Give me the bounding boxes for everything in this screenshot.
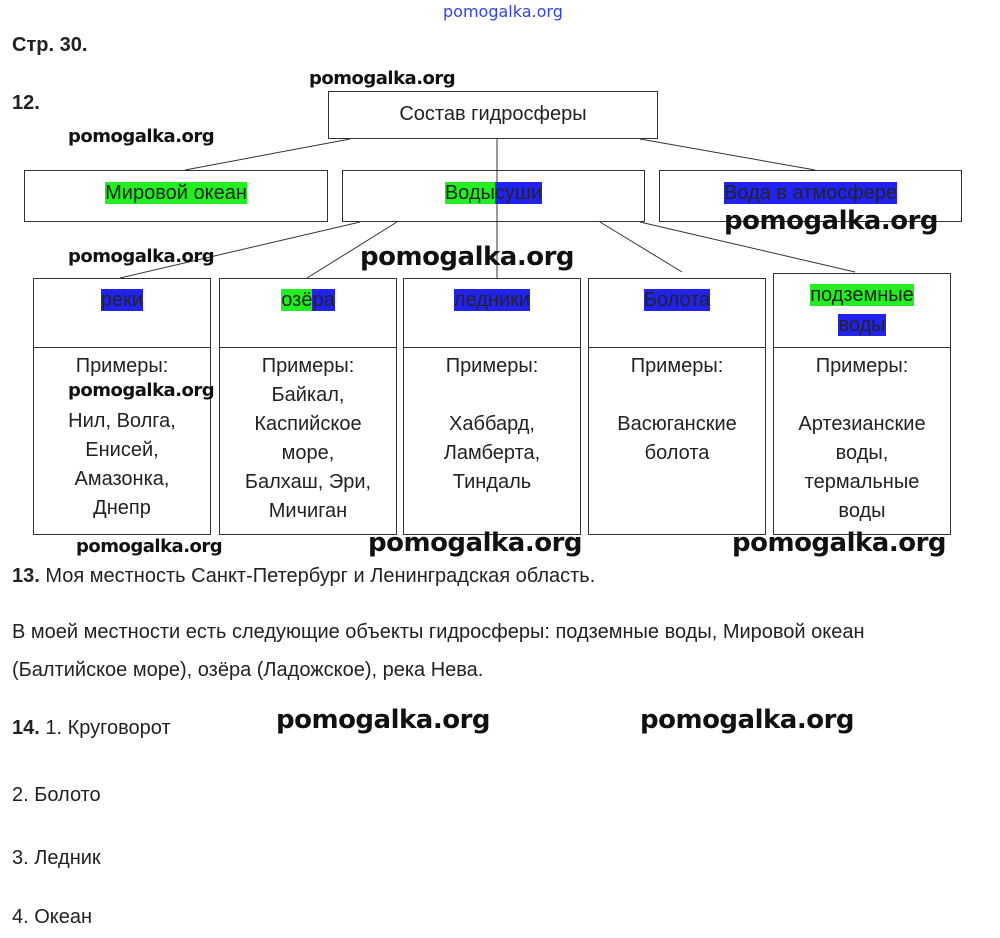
task-14-item-2: 2. Болото: [12, 784, 101, 806]
example-line: болота: [644, 442, 710, 464]
watermark: pomogalka.org: [68, 126, 215, 147]
examples-label: Примеры:: [75, 355, 169, 377]
example-line: Байкал,: [271, 384, 345, 406]
page-label: Стр. 30.: [12, 34, 88, 56]
example-line: море,: [281, 442, 335, 464]
ocean-label: Мировой океан: [105, 182, 247, 204]
example-line: воды: [838, 500, 886, 522]
example-line: [404, 381, 580, 410]
example-line: термальные: [804, 471, 920, 493]
example-line: Артезианские: [798, 413, 926, 435]
column-examples-box: Примеры: Васюганские болота: [588, 347, 766, 535]
example-line: Хаббард,: [449, 413, 535, 435]
task-13-text: Моя местность Санкт-Петербург и Ленингра…: [45, 565, 596, 587]
task-12-number: 12.: [12, 92, 40, 114]
ocean-box: Мировой океан: [24, 170, 328, 222]
column-title-part: ледники: [453, 289, 531, 311]
watermark: pomogalka.org: [76, 536, 223, 557]
task-14-item-1: 14. 1. Круговорот: [12, 717, 171, 740]
example-line: Мичиган: [268, 500, 348, 522]
root-box: Состав гидросферы: [328, 91, 658, 139]
example-line: воды,: [835, 442, 889, 464]
examples-label: Примеры:: [445, 355, 539, 377]
land-water-label-a: Воды: [444, 182, 495, 204]
task-14-item-3: 3. Ледник: [12, 847, 101, 869]
watermark: pomogalka.org: [309, 68, 456, 89]
column-title-part: реки: [100, 289, 144, 311]
examples-label: Примеры:: [630, 355, 724, 377]
root-label: Состав гидросферы: [399, 103, 587, 125]
task-13-line2: В моей местности есть следующие объекты …: [12, 621, 865, 643]
diagram-connectors: [119, 138, 856, 279]
site-watermark-top: pomogalka.org: [443, 2, 563, 21]
example-line: Каспийское: [254, 413, 362, 435]
task-14-number: 14.: [12, 717, 40, 739]
column-examples-box: Примеры: Нил, Волга, Енисей, Амазонка, Днепр: [33, 347, 211, 535]
atmosphere-label: Вода в атмосфере: [723, 182, 898, 204]
column-title-part: воды: [838, 314, 886, 336]
example-line: Тиндаль: [452, 471, 532, 493]
task-14-item-4: 4. Океан: [12, 906, 93, 928]
column-title-box: подземные воды: [773, 273, 951, 348]
land-water-label-b: суши: [494, 182, 543, 204]
column-examples-box: Примеры: Байкал, Каспийское море, Балхаш, Эр…: [219, 347, 397, 535]
examples-label: Примеры:: [815, 355, 909, 377]
column-title-part: озё: [281, 289, 313, 311]
watermark: pomogalka.org: [68, 246, 215, 267]
column-title-part: Болота: [643, 289, 711, 311]
column-title-part: ра: [312, 289, 335, 311]
task-13-number: 13.: [12, 565, 40, 587]
example-line: Ламберта,: [443, 442, 541, 464]
example-line: Балхаш, Эри,: [244, 471, 372, 493]
land-water-box: Водысуши: [342, 170, 645, 222]
watermark: pomogalka.org: [724, 206, 939, 236]
task-13-line3: (Балтийское море), озёра (Ладожское), ре…: [12, 659, 484, 681]
watermark: pomogalka.org: [640, 705, 855, 735]
watermark: pomogalka.org: [368, 528, 583, 558]
column-title-box: ледники: [403, 278, 581, 348]
watermark: pomogalka.org: [732, 528, 947, 558]
watermark: pomogalka.org: [360, 242, 575, 272]
example-line: [774, 381, 950, 410]
atmosphere-box: Вода в атмосфере: [659, 170, 962, 222]
column-title-box: реки: [33, 278, 211, 348]
example-line: [589, 381, 765, 410]
example-line: Амазонка,: [74, 468, 170, 490]
column-title-box: озёра: [219, 278, 397, 348]
examples-label: Примеры:: [261, 355, 355, 377]
column-examples-box: Примеры: Артезианские воды, термальные воды: [773, 347, 951, 535]
column-examples-box: Примеры: Хаббард, Ламберта, Тиндаль: [403, 347, 581, 535]
column-title-box: Болота: [588, 278, 766, 348]
example-line: Днепр: [93, 497, 151, 519]
example-line: Васюганские: [617, 413, 737, 435]
example-line: Нил, Волга,: [68, 410, 176, 432]
watermark: pomogalka.org: [68, 380, 215, 401]
watermark: pomogalka.org: [276, 705, 491, 735]
example-line: Енисей,: [85, 439, 159, 461]
column-title-part: подземные: [810, 284, 914, 306]
task-14-text: 1. Круговорот: [45, 717, 171, 739]
task-13-line1: 13. Моя местность Санкт-Петербург и Лени…: [12, 565, 595, 588]
